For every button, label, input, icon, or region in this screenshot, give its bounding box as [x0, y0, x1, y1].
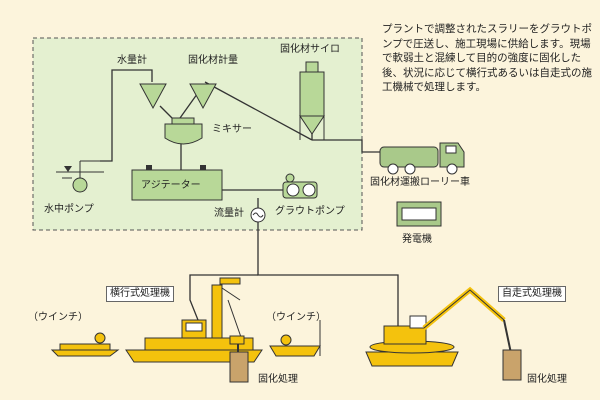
solidification-left-label: 固化処理 [258, 374, 298, 385]
agitator-label: アジテーター [141, 180, 201, 191]
solidifier-hopper [189, 83, 217, 110]
self-propelled-machine [365, 286, 522, 381]
mixer-label: ミキサー [212, 124, 252, 135]
traverse-machine [125, 277, 263, 383]
winch-right [269, 320, 321, 357]
grout-pump [282, 173, 318, 199]
mixer [164, 117, 203, 145]
submersible-pump [56, 160, 104, 193]
silo [299, 61, 325, 140]
solidifier-meter-label: 固化材計量 [188, 55, 238, 66]
water-meter-label: 水量計 [117, 55, 147, 66]
winch-left-label: （ウインチ） [28, 312, 88, 323]
truck [379, 142, 465, 175]
flow-meter-label: 流量計 [214, 208, 244, 219]
generator-label: 発電機 [402, 234, 432, 245]
submersible-pump-label: 水中ポンプ [44, 204, 94, 215]
self-propelled-machine-label: 自走式処理機 [498, 286, 566, 302]
silo-label: 固化材サイロ [280, 44, 340, 55]
winch-right-label: （ウインチ） [266, 312, 326, 323]
grout-pump-label: グラウトポンプ [275, 206, 345, 217]
pipe-lines [100, 69, 399, 326]
truck-label: 固化材運搬ローリー車 [370, 177, 470, 188]
flow-meter [250, 207, 266, 223]
winch-left [50, 332, 120, 357]
water-hopper [139, 83, 167, 110]
generator [396, 201, 442, 227]
agitator [131, 165, 223, 201]
solidification-right-label: 固化処理 [527, 374, 567, 385]
traverse-machine-label: 横行式処理機 [106, 286, 174, 302]
description-text: プラントで調整されたスラリーをグラウトポンプで圧送し、施工現場に供給します。現場… [382, 23, 592, 93]
